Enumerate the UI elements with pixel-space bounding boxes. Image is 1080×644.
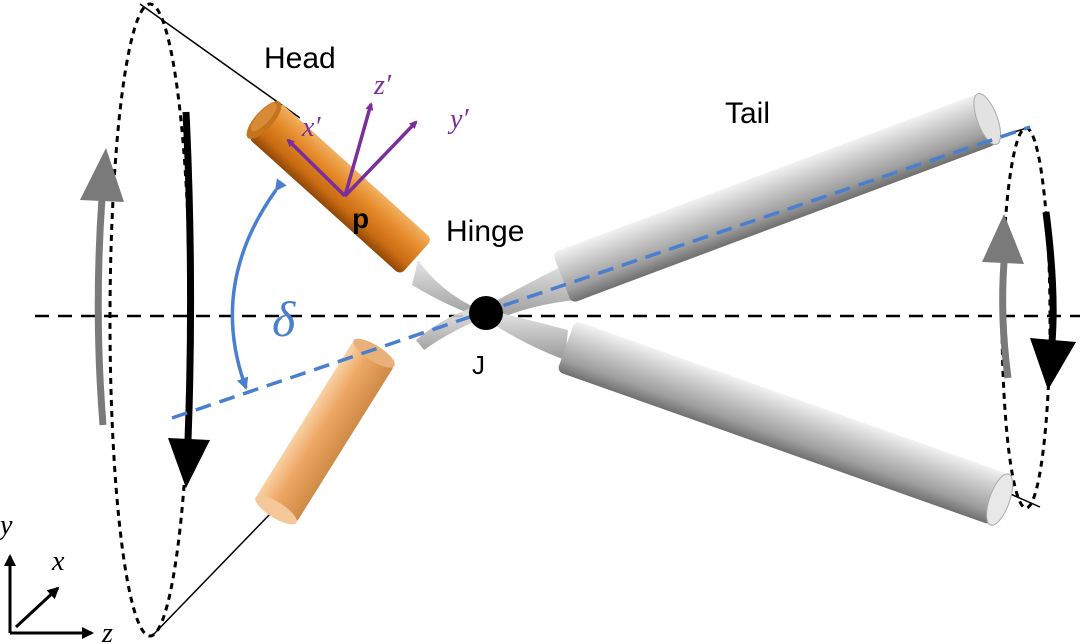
tail-cylinder-lower	[558, 322, 1014, 526]
right-rotation-ellipse	[1000, 126, 1052, 510]
right-front-arrow-head	[1030, 338, 1076, 390]
world-z-label: z	[101, 618, 113, 644]
x-prime-axis-arrow	[286, 138, 347, 198]
point-p-label: p	[352, 203, 369, 234]
tilted-body-axis-line	[171, 125, 1031, 420]
joint-point	[469, 296, 503, 330]
world-x-label: x	[51, 546, 65, 577]
y-prime-axis-arrow	[343, 120, 418, 198]
hinge-upper-right-connector	[490, 262, 575, 320]
left-front-arrow-head	[168, 438, 210, 488]
hinge-label: Hinge	[446, 215, 524, 248]
left-front-rotation-arrow	[182, 111, 195, 441]
z-prime-label: z′	[373, 70, 392, 101]
head-cylinder-lower	[255, 338, 395, 525]
tail-label: Tail	[725, 97, 770, 130]
x-prime-label: x′	[301, 112, 321, 143]
world-x-axis	[14, 586, 60, 629]
upper-axis-thin-line	[139, 3, 301, 119]
head-label: Head	[264, 42, 336, 75]
left-back-rotation-arrow	[94, 197, 107, 426]
tail-cylinder-upper	[554, 92, 1002, 302]
right-back-arrow-head	[982, 214, 1024, 264]
left-rotation-ellipse	[108, 2, 192, 638]
world-y-label: y	[0, 510, 13, 541]
delta-label: δ	[272, 291, 296, 347]
hinge-lower-right-connector	[490, 312, 568, 360]
z-prime-axis-arrow	[343, 102, 374, 197]
lower-axis-thin-line	[151, 511, 273, 637]
hinge-upper-left-connector	[412, 260, 488, 320]
world-axes: y x z	[0, 510, 113, 644]
y-prime-label: y′	[447, 104, 469, 135]
right-front-rotation-arrow	[1042, 211, 1057, 343]
right-back-rotation-arrow	[999, 261, 1012, 379]
delta-angle-arc	[230, 178, 287, 390]
joint-label: J	[472, 350, 485, 380]
left-back-arrow-head	[80, 148, 124, 202]
